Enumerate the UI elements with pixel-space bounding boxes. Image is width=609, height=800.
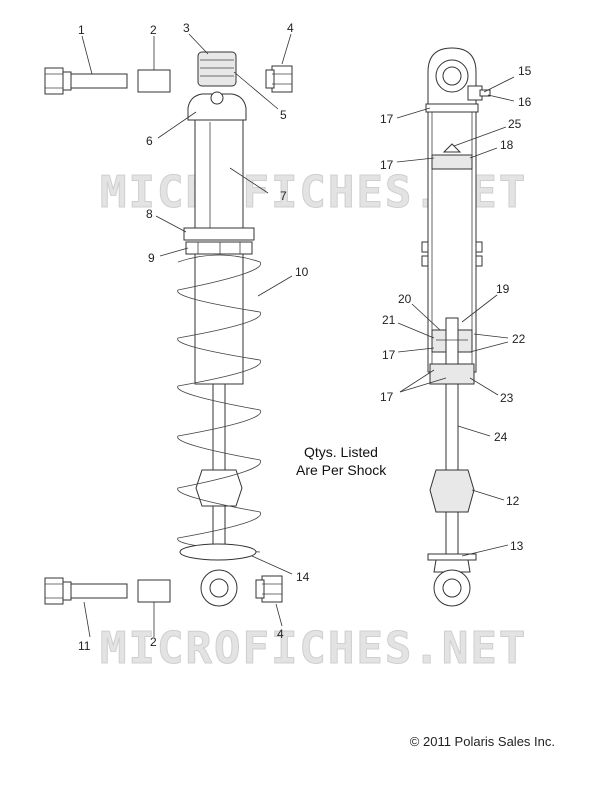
callout-16: 16: [518, 95, 532, 109]
callout-24: 24: [494, 430, 508, 444]
callout-20: 20: [398, 292, 412, 306]
callout-12: 12: [506, 494, 520, 508]
copyright-text: © 2011 Polaris Sales Inc.: [409, 734, 555, 749]
callout-18: 18: [500, 138, 514, 152]
callout-13: 13: [510, 539, 524, 553]
callout-19: 19: [496, 282, 510, 296]
shock-assembly-left: [177, 51, 262, 607]
callout-2: 2: [150, 23, 157, 37]
callout-23: 23: [500, 391, 514, 405]
callout-9: 9: [148, 251, 155, 265]
callout-labels: 1 2 3 4 5 6 7 8 9 10 14 11 2 4 15 16 17 …: [78, 21, 532, 653]
bolt-upper: [44, 67, 128, 95]
shock-cutaway-right: [421, 47, 491, 607]
callout-6: 6: [146, 134, 153, 148]
callout-17-mid: 17: [382, 348, 396, 362]
callout-2-lower: 2: [150, 635, 157, 649]
callout-11: 11: [78, 639, 91, 653]
callout-17-lower: 17: [380, 390, 394, 404]
callout-10: 10: [295, 265, 309, 279]
callout-1: 1: [78, 23, 85, 37]
callout-17-upper: 17: [380, 158, 394, 172]
callout-7: 7: [280, 189, 287, 203]
spacer-lower: [137, 579, 171, 603]
callout-25: 25: [508, 117, 522, 131]
callout-3: 3: [183, 21, 190, 35]
callout-4-lower: 4: [277, 627, 284, 641]
nut-upper: [265, 65, 293, 93]
callout-5: 5: [280, 108, 287, 122]
callout-14: 14: [296, 570, 310, 584]
watermark-bottom: MICROFICHES.NET: [100, 623, 527, 674]
note-line-2: Are Per Shock: [296, 462, 387, 478]
leader-lines: [81, 33, 515, 638]
callout-4: 4: [287, 21, 294, 35]
bolt-lower: [44, 577, 128, 605]
note-line-1: Qtys. Listed: [304, 444, 378, 460]
spacer-upper: [137, 69, 171, 93]
callout-17-top: 17: [380, 112, 394, 126]
callout-22: 22: [512, 332, 526, 346]
callout-8: 8: [146, 207, 153, 221]
callout-21: 21: [382, 313, 396, 327]
callout-15: 15: [518, 64, 532, 78]
nut-lower: [255, 575, 283, 603]
